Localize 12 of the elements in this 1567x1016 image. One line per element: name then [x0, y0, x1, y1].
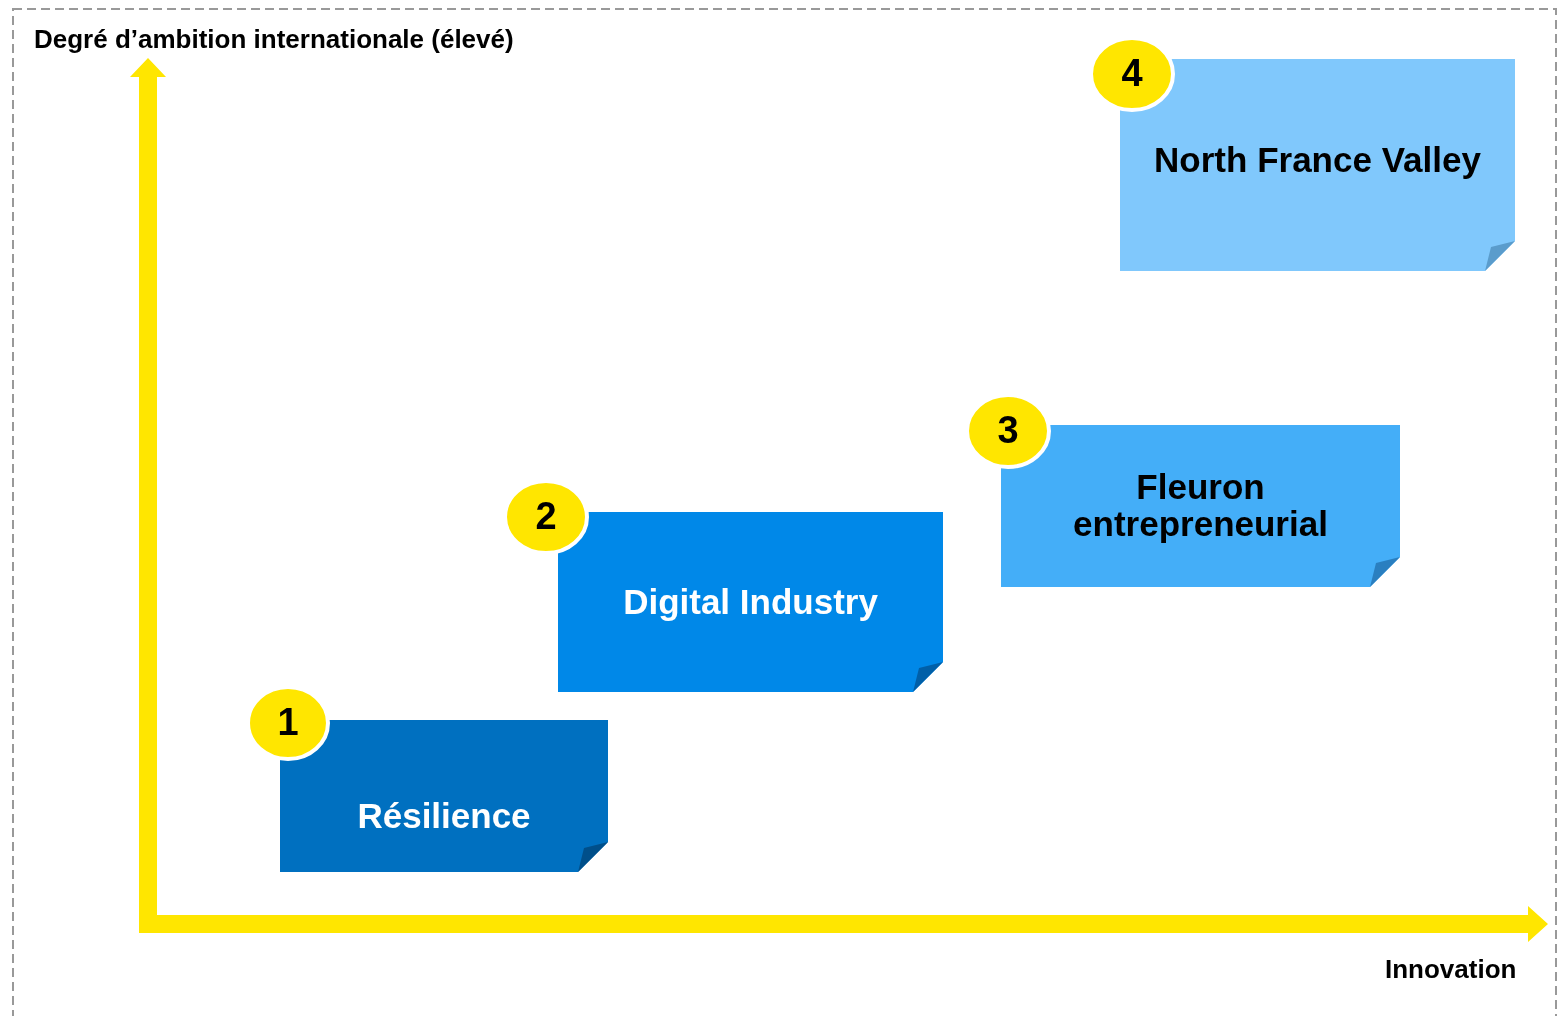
- axis-label: Innovation: [1385, 954, 1517, 985]
- folded-note-box: [1120, 59, 1515, 271]
- step-number: 4: [1121, 54, 1143, 94]
- step-number: 1: [277, 703, 299, 743]
- stage-title: Résilience: [357, 797, 531, 835]
- stage-title: Digital Industry: [623, 583, 878, 621]
- step-number: 2: [535, 497, 557, 537]
- step-number: 3: [997, 411, 1019, 451]
- folded-note-box: [558, 512, 943, 692]
- axis-label: Degré d’ambition internationale (élevé): [34, 24, 514, 55]
- stage-title: North France Valley: [1154, 141, 1481, 179]
- stage-title: Fleuron entrepreneurial: [1072, 469, 1329, 543]
